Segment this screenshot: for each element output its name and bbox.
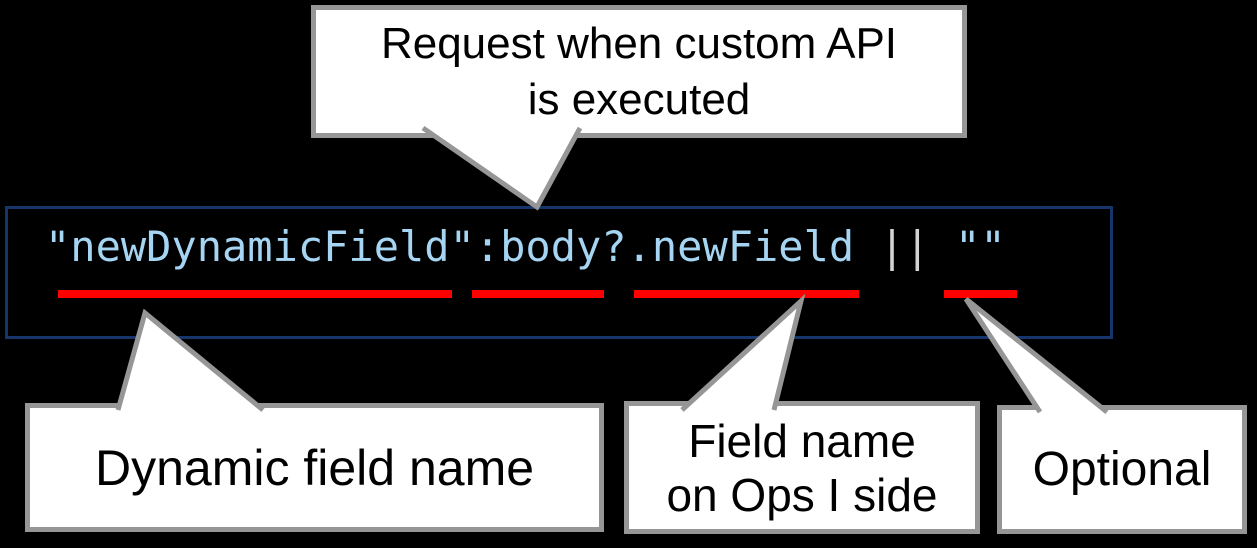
- request-callout: Request when custom API is executed: [311, 5, 967, 138]
- optional-label: Optional: [1032, 442, 1212, 496]
- request-callout-tail: [421, 125, 583, 211]
- dynamic-field-name-callout: Dynamic field name: [25, 403, 604, 532]
- code-default-value: "": [955, 222, 1006, 271]
- code-expression: "newDynamicField":body?.newField: [45, 222, 855, 271]
- ops-field-name-callout: Field name on Ops I side: [624, 401, 980, 534]
- code-line: "newDynamicField":body?.newField || "": [45, 222, 1006, 272]
- underline-default-value: [944, 290, 1017, 298]
- underline-body: [472, 290, 604, 298]
- underline-new-field: [634, 290, 859, 298]
- code-or-operator: ||: [879, 222, 930, 271]
- underline-dynamic-field-name: [58, 290, 452, 298]
- request-callout-line1: Request when custom API: [380, 18, 898, 68]
- ops-field-name-line2: on Ops I side: [666, 468, 938, 521]
- dynamic-field-name-label: Dynamic field name: [94, 439, 535, 496]
- request-callout-line2: is executed: [527, 74, 751, 124]
- optional-callout: Optional: [997, 405, 1247, 534]
- ops-field-name-line1: Field name: [688, 414, 916, 467]
